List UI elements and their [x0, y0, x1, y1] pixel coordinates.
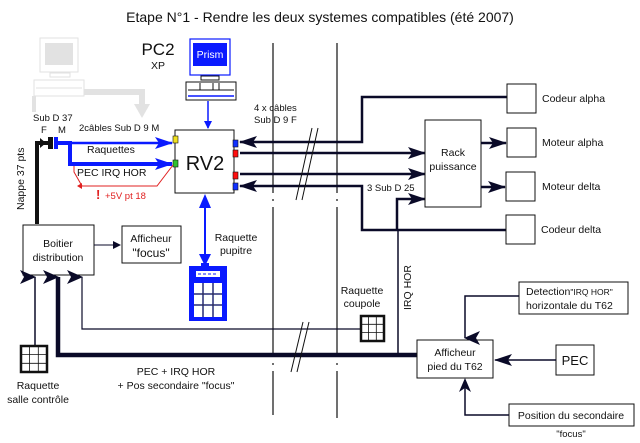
boitier-distribution-box[interactable] [22, 224, 95, 276]
plus5v-label: +5V pt 18 [105, 191, 146, 202]
rv2-rack-cables [239, 95, 512, 232]
warning-icon: ! [96, 187, 100, 202]
bus-label-1: PEC + IRQ HOR [137, 366, 216, 378]
detection-to-afficheur [464, 295, 519, 345]
position-arrow-icon [459, 378, 471, 392]
subd37-connector [40, 137, 58, 149]
subd25-label: 3 Sub D 25 [367, 183, 415, 194]
raquette-pupitre-label-2: pupitre [220, 245, 252, 257]
old-pc-computer-icon [32, 37, 150, 118]
boitier-label-1: Boitier [43, 238, 73, 250]
subd37-label: Sub D 37 [33, 113, 73, 124]
boitier-inputs [20, 270, 418, 358]
position-secondaire-label: Position du secondaire [518, 410, 624, 422]
female-label: F [41, 125, 47, 136]
rv2-label: RV2 [186, 153, 225, 175]
wall-lines [272, 43, 338, 418]
raquettes-label: Raquettes [87, 144, 135, 156]
irq-hor-label: IRQ HOR [402, 265, 414, 310]
svg-text:Codeur alpha: Codeur alpha [542, 93, 605, 105]
device-codeur-alpha[interactable]: Codeur alpha [506, 83, 605, 114]
boitier-label-2: distribution [33, 252, 84, 264]
pec-label: PEC [562, 353, 589, 368]
raquette-pupitre-keypad-icon[interactable] [189, 263, 227, 321]
svg-text:Moteur delta: Moteur delta [542, 181, 601, 193]
rv2-pupitre-link [199, 194, 211, 266]
raquette-coupole-keypad-icon[interactable] [359, 314, 386, 343]
rack-label-1: Rack [441, 147, 466, 159]
afficheur-pied-label-2: pied du T62 [427, 361, 482, 373]
rv2-ports [172, 135, 239, 191]
diagram-title: Etape N°1 - Rendre les deux systemes com… [126, 9, 514, 25]
device-codeur-delta[interactable]: Codeur delta [505, 214, 601, 245]
raquette-pupitre-label-1: Raquette [215, 232, 258, 244]
afficheur-focus-label-2: "focus" [132, 246, 169, 260]
bus-label-2: + Pos secondaire "focus" [118, 380, 235, 392]
raquette-cables [58, 137, 173, 170]
pc2-computer-icon [185, 38, 237, 101]
position-to-afficheur [464, 380, 509, 416]
afficheur-focus-box[interactable] [121, 225, 182, 264]
raquette-salle-label-2: salle contrôle [7, 394, 69, 406]
pec-box[interactable] [555, 344, 595, 376]
svg-text:Moteur alpha: Moteur alpha [542, 137, 603, 149]
raquette-coupole-label-2: coupole [344, 298, 381, 310]
bus-break-mark [290, 321, 310, 373]
pc2-screen-text: Prism [197, 49, 224, 61]
position-secondaire-sub: "focus" [556, 429, 585, 440]
pc2-os-label: XP [151, 60, 165, 72]
detection-quoted: "IRQ HOR" [570, 287, 612, 297]
device-moteur-alpha[interactable]: Moteur alpha [506, 127, 603, 158]
cable-break-mark [295, 127, 319, 201]
device-moteur-delta[interactable]: Moteur delta [505, 171, 601, 202]
raquette-coupole-label-1: Raquette [341, 285, 384, 297]
afficheur-pied-label-1: Afficheur [434, 347, 476, 359]
cables-subd9f-label-2: Sub D 9 F [254, 115, 297, 126]
cables-subd9f-label-1: 4 x câbles [254, 103, 297, 114]
raquette-salle-label-1: Raquette [17, 380, 60, 392]
rack-label-2: puissance [429, 161, 476, 173]
raquette-salle-keypad-icon[interactable] [19, 344, 49, 374]
male-label: M [58, 125, 66, 136]
afficheur-pied-box[interactable] [416, 339, 494, 379]
rack-puissance-box[interactable] [424, 119, 482, 208]
nappe-label: Nappe 37 pts [15, 148, 27, 210]
cables-subd9m-label: 2câbles Sub D 9 M [79, 123, 159, 134]
detection-label-1: Detection"IRQ HOR" [526, 286, 613, 298]
nappe-cable [35, 141, 40, 224]
svg-text:Codeur delta: Codeur delta [541, 224, 601, 236]
pc2-label: PC2 [141, 40, 174, 59]
pec-irq-label: PEC IRQ HOR [77, 167, 147, 179]
detection-label-2: horizontale du T62 [526, 300, 613, 312]
detection-box[interactable] [518, 281, 629, 315]
detection-prefix: Detection [526, 286, 571, 298]
afficheur-focus-label-1: Afficheur [130, 233, 172, 245]
